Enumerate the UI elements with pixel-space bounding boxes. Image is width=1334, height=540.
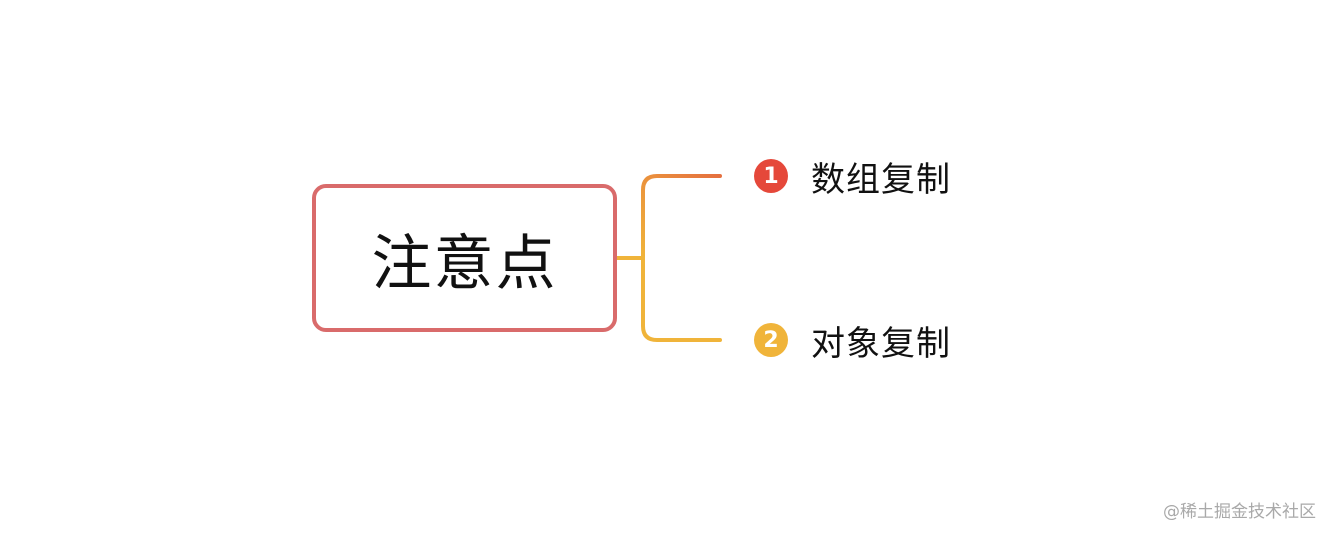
branch-2-connector: [641, 256, 722, 342]
root-label: 注意点: [371, 228, 558, 299]
branch-item-2[interactable]: 2 对象复制: [754, 320, 951, 364]
branch-1-connector: [641, 174, 722, 260]
root-node[interactable]: 注意点: [312, 184, 617, 332]
number-badge-2-icon: 2: [754, 323, 788, 357]
branch-label-2: 对象复制: [811, 323, 951, 364]
branch-label-1: 数组复制: [811, 159, 951, 200]
number-badge-1-icon: 1: [754, 159, 788, 193]
branch-item-1[interactable]: 1 数组复制: [754, 156, 951, 200]
watermark: @稀土掘金技术社区: [1163, 502, 1316, 522]
